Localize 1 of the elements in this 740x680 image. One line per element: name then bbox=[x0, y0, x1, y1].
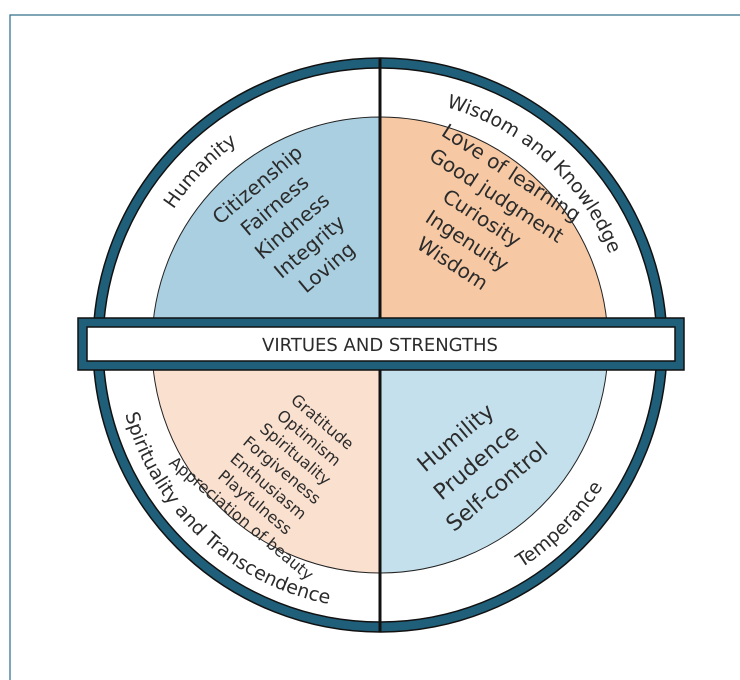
banner-title: VIRTUES AND STRENGTHS bbox=[262, 335, 498, 356]
